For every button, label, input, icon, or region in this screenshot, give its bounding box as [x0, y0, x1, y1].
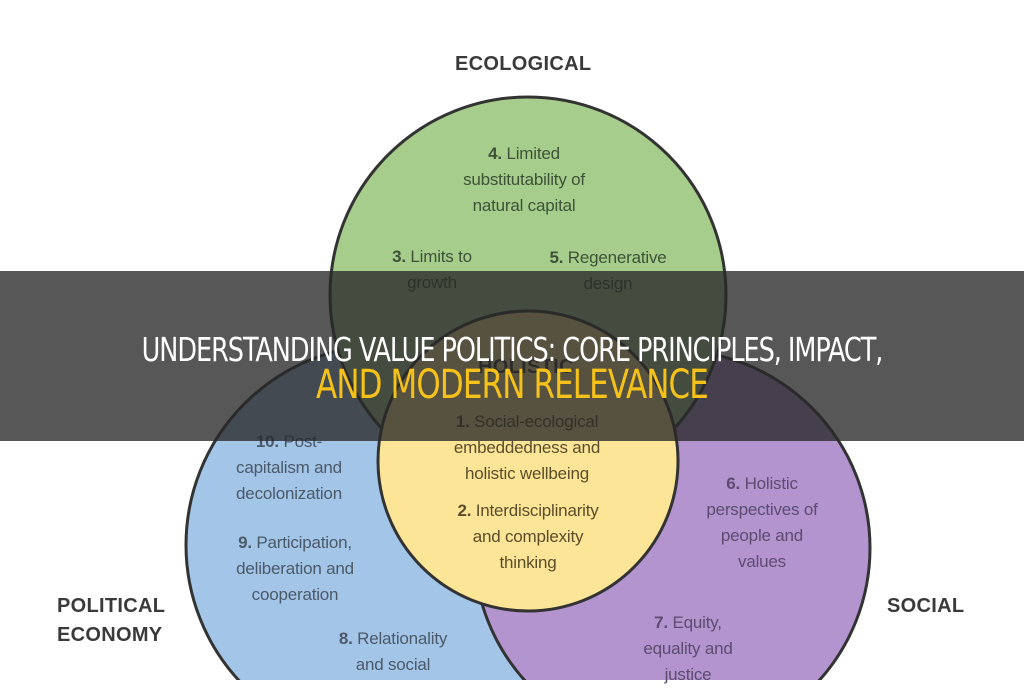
title-line-1: UNDERSTANDING VALUE POLITICS: CORE PRINC…: [141, 330, 884, 369]
item-9-line2: deliberation and: [236, 559, 354, 578]
item-3-line1: Limits to: [410, 247, 472, 266]
item-8-line1: Relationality: [357, 629, 448, 648]
item-8-number: 8.: [338, 629, 353, 648]
item-6-line3: people and: [720, 526, 804, 545]
item-3-number: 3.: [392, 247, 406, 266]
item-2-line2: and complexity: [472, 527, 584, 546]
item-2: 2. Interdisciplinarity and complexity th…: [457, 498, 598, 576]
item-5-line1: Regenerative: [567, 248, 667, 267]
item-4: 4. Limited substitutability of natural c…: [463, 141, 585, 219]
social-label: SOCIAL: [887, 595, 965, 617]
item-8-line2: and social: [355, 655, 431, 674]
ecological-label: ECOLOGICAL: [455, 53, 592, 75]
item-4-number: 4.: [488, 144, 502, 163]
item-2-line3: thinking: [499, 553, 557, 572]
item-5-number: 5.: [549, 248, 564, 267]
item-7-line2: equality and: [643, 639, 733, 658]
item-4-line1: Limited: [506, 144, 560, 163]
item-2-number: 2.: [457, 501, 472, 520]
item-6-number: 6.: [726, 474, 741, 493]
item-2-line1: Interdisciplinarity: [475, 501, 599, 520]
item-4-line2: substitutability of: [463, 170, 585, 189]
item-9-number: 9.: [238, 533, 252, 552]
item-6-line1: Holistic: [744, 474, 798, 493]
item-9-line1: Participation,: [256, 533, 352, 552]
item-6: 6. Holistic perspectives of people and v…: [706, 471, 818, 575]
item-7: 7. Equity, equality and justice: [643, 610, 732, 688]
title-overlay-band: [0, 271, 1024, 441]
political-label-line2: ECONOMY: [57, 624, 163, 646]
item-9: 9. Participation, deliberation and coope…: [236, 530, 354, 608]
item-1-line2: embeddedness and: [453, 438, 601, 457]
item-8: 8. Relationality and social: [338, 626, 448, 678]
item-6-line4: values: [738, 552, 786, 571]
item-7-line3: justice: [664, 665, 712, 684]
item-10-line2: capitalism and: [236, 458, 342, 477]
item-9-line3: cooperation: [251, 585, 339, 604]
item-4-line3: natural capital: [472, 196, 576, 215]
item-6-line2: perspectives of: [706, 500, 818, 519]
item-1-line3: holistic wellbeing: [465, 464, 589, 483]
item-7-line1: Equity,: [672, 613, 722, 632]
political-economy-label: POLITICAL ECONOMY: [57, 592, 165, 650]
item-7-number: 7.: [654, 613, 668, 632]
political-label-line1: POLITICAL: [57, 595, 166, 617]
item-10-line3: decolonization: [236, 484, 342, 503]
title-line-2: AND MODERN RELEVANCE: [316, 362, 709, 408]
